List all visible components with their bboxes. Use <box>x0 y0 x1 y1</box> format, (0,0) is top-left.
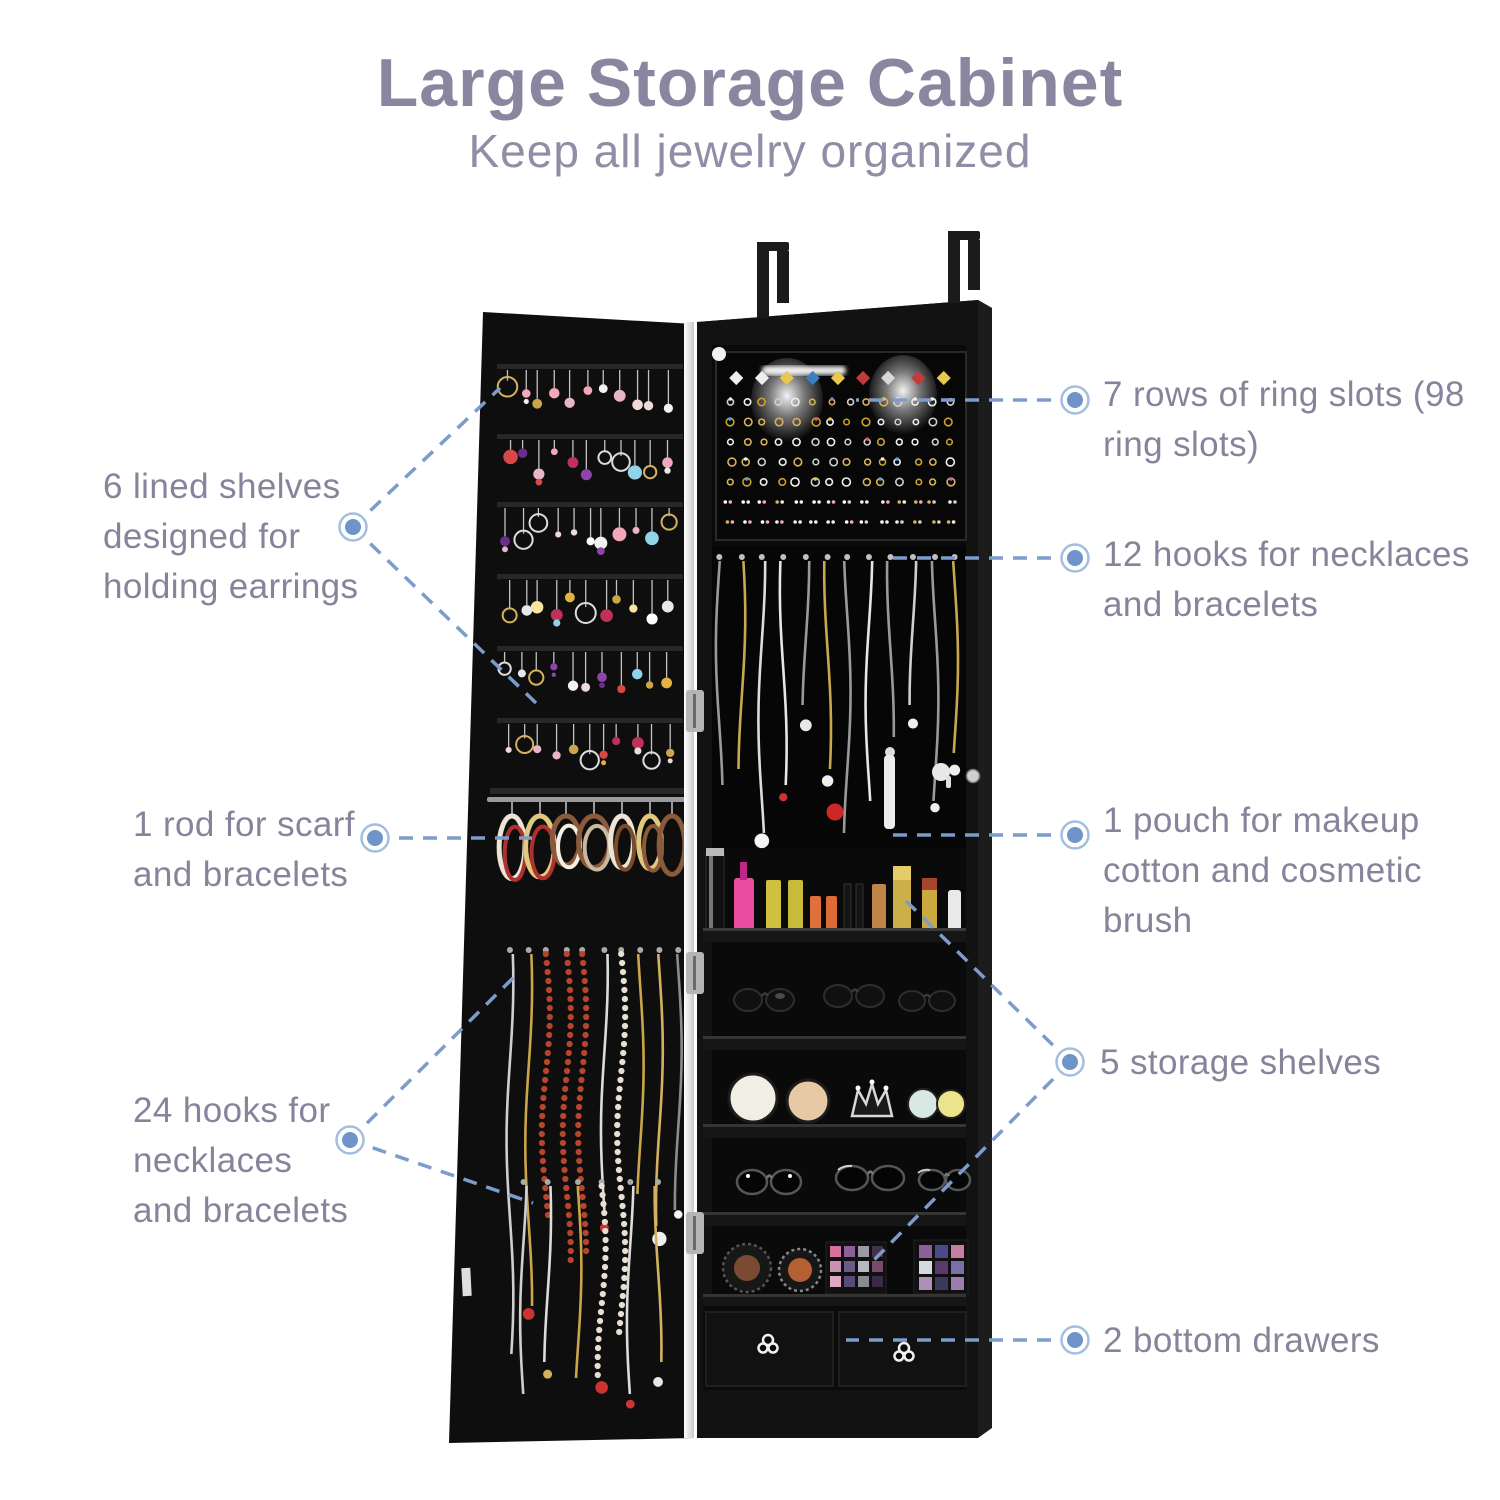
connector-earring-shelves-b <box>351 525 538 705</box>
callout-bottom-drawers: 2 bottom drawers <box>1103 1321 1380 1360</box>
ring-slot-panel <box>712 347 967 541</box>
callout-dot <box>1060 820 1090 850</box>
page-title: Large Storage Cabinet <box>376 45 1124 121</box>
callout-dot <box>1055 1047 1085 1077</box>
door-knob <box>965 768 981 784</box>
sunglasses-shelf-2 <box>703 1164 972 1226</box>
hinges <box>686 690 704 1254</box>
tassel-pendant <box>884 747 895 829</box>
callout-dots <box>335 385 1090 1355</box>
over-door-hooks <box>757 231 980 318</box>
door-necklace-hooks <box>505 947 683 1409</box>
eyeshadow-palette-2 <box>913 1239 969 1295</box>
sunglasses-shelf-1 <box>703 984 966 1050</box>
callout-dot <box>1060 543 1090 573</box>
connector-earring-shelves-a <box>351 386 502 529</box>
callout-dot <box>360 823 390 853</box>
drawer-knob-left <box>757 1333 779 1354</box>
callout-storage-shelves: 5 storage shelves <box>1100 1043 1382 1082</box>
callout-dot <box>1060 1325 1090 1355</box>
cosmetics-shelf <box>703 848 966 942</box>
callout-makeup-pouch: 1 pouch for makeup cotton and cosmetic b… <box>1103 801 1422 940</box>
compacts-shelf <box>703 1072 966 1138</box>
necklace-hook-area <box>712 546 966 849</box>
callout-dot <box>1060 385 1090 415</box>
callout-dot <box>338 512 368 542</box>
elephant-pendant <box>932 763 951 788</box>
page-subtitle: Keep all jewelry organized <box>468 125 1032 177</box>
eyeshadow-shelf <box>703 1239 969 1306</box>
red-pendant <box>826 803 844 821</box>
connector-storage-shelves-a <box>901 896 1072 1064</box>
eyeshadow-palette-1 <box>825 1241 887 1295</box>
callout-necklace-hooks: 12 hooks for necklaces and bracelets <box>1103 535 1470 624</box>
led-sensor-dot <box>712 347 726 361</box>
callout-door-hooks: 24 hooks for necklaces and bracelets <box>133 1091 349 1230</box>
connector-door-hooks-a <box>348 971 520 1142</box>
drawer-right <box>838 1311 967 1387</box>
callout-connectors <box>348 386 1075 1342</box>
door-latch <box>461 1267 472 1297</box>
tiara <box>850 1079 894 1118</box>
scarf-rod-bracelets <box>487 797 688 882</box>
bottom-drawers <box>703 1306 967 1390</box>
callout-earring-shelves: 6 lined shelves designed for holding ear… <box>103 467 359 606</box>
drawer-knob-right <box>893 1341 915 1362</box>
callout-scarf-rod: 1 rod for scarf and bracelets <box>133 805 355 894</box>
door-edge-highlight <box>684 322 694 1438</box>
earring-shelves <box>490 364 684 794</box>
callout-dot <box>335 1125 365 1155</box>
connector-door-hooks-b <box>349 1138 534 1205</box>
cabinet-door <box>449 312 694 1443</box>
callout-ring-slots: 7 rows of ring slots (98 ring slots) <box>1103 375 1465 464</box>
